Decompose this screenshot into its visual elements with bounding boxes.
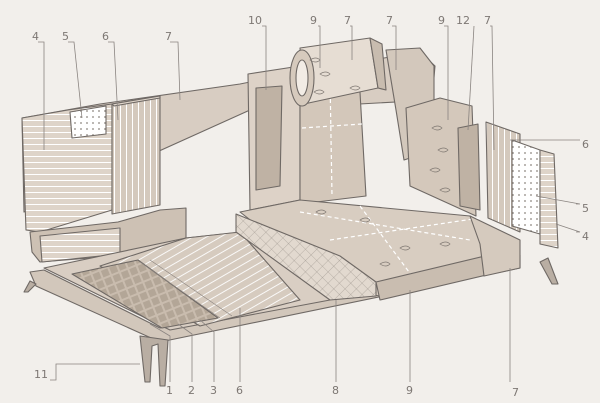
headrest-roll-core — [295, 59, 309, 97]
callout-11: 11 — [34, 368, 48, 381]
callout-5-left: 5 — [62, 30, 69, 43]
callout-5-right: 5 — [582, 202, 589, 215]
callout-10: 10 — [248, 14, 262, 27]
callout-3: 3 — [210, 384, 217, 397]
right-seat-block — [469, 215, 521, 277]
callout-7-back: 7 — [165, 30, 172, 43]
callout-8: 8 — [332, 384, 339, 397]
callout-4-right: 4 — [582, 230, 589, 243]
leg-right — [539, 257, 559, 285]
callout-7-arm: 7 — [484, 14, 491, 27]
seat-webbing-grid — [71, 259, 219, 329]
callout-9-bottom: 9 — [406, 384, 413, 397]
callout-7-bottom: 7 — [512, 386, 519, 399]
callout-1: 1 — [166, 384, 173, 397]
callout-6-top: 6 — [102, 30, 109, 43]
left-armrest-top — [111, 95, 161, 107]
leader-lines — [38, 25, 581, 382]
callout-12: 12 — [456, 14, 470, 27]
right-armrest-outer — [539, 149, 559, 249]
callout-4-left: 4 — [32, 30, 39, 43]
callout-6-right: 6 — [582, 138, 589, 151]
headrest-side — [369, 37, 387, 91]
leg-back-left — [23, 280, 37, 293]
seat-cushion-foam-side — [235, 213, 377, 301]
callout-2: 2 — [188, 384, 195, 397]
callout-7-headrest: 7 — [344, 14, 351, 27]
left-armrest-padding — [111, 95, 161, 215]
callout-7-backright: 7 — [386, 14, 393, 27]
callout-labels: 4 5 6 7 10 9 7 7 9 12 7 6 5 4 11 1 2 3 6… — [32, 14, 589, 399]
right-armrest-window — [457, 123, 481, 211]
leg-front — [139, 335, 169, 387]
cushion-frame-window — [255, 85, 283, 191]
callout-6-bottom: 6 — [236, 384, 243, 397]
callout-9-headrest: 9 — [310, 14, 317, 27]
right-armrest-foam — [511, 139, 541, 235]
quilting-marks — [309, 57, 451, 267]
left-armrest-foam — [69, 105, 107, 139]
callout-9-arm: 9 — [438, 14, 445, 27]
